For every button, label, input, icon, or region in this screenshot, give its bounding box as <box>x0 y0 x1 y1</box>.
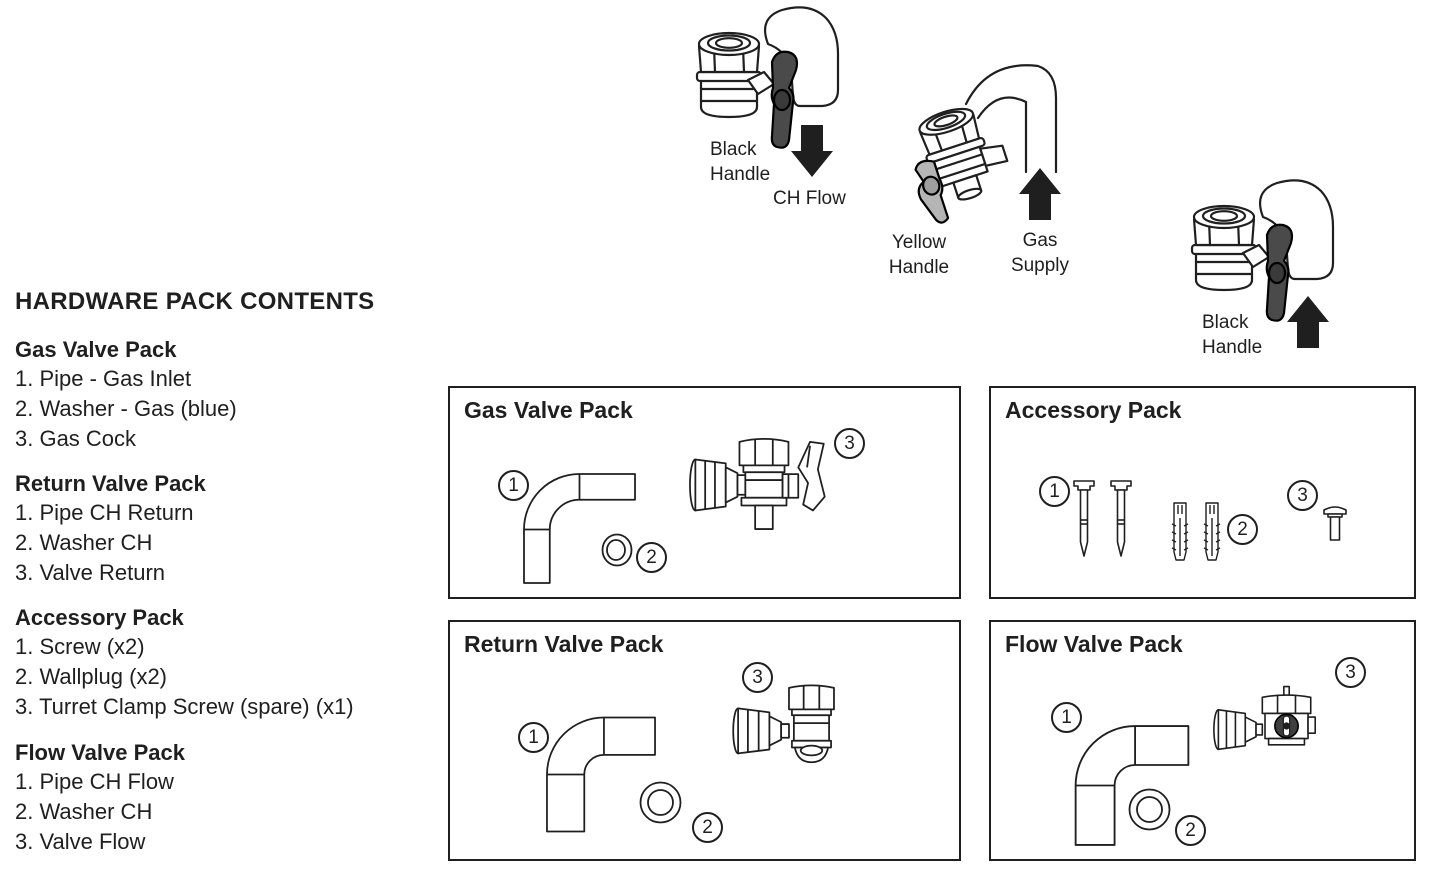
callout-1: 1 <box>518 722 549 753</box>
handle-label: Yellow Handle <box>888 232 950 278</box>
flow-direction-label: CH Flow <box>773 188 846 209</box>
section-heading: Return Valve Pack <box>15 471 206 496</box>
callout-2: 2 <box>692 812 723 843</box>
callout-2: 2 <box>1227 514 1258 545</box>
contents-section-flow-valve-pack: Flow Valve Pack 1. Pipe CH Flow 2. Washe… <box>15 739 185 857</box>
list-item: 1. Pipe CH Flow <box>15 769 174 794</box>
list-item: 1. Pipe CH Return <box>15 500 194 525</box>
list-item: 2. Wallplug (x2) <box>15 664 168 689</box>
callout-2: 2 <box>636 542 667 573</box>
wallplug-drawing <box>1171 502 1189 561</box>
list-item: 1. Pipe - Gas Inlet <box>15 366 192 391</box>
callout-1: 1 <box>1051 702 1082 733</box>
valve-drawing <box>1190 179 1335 322</box>
screw-drawing <box>1073 480 1095 557</box>
contents-section-return-valve-pack: Return Valve Pack 1. Pipe CH Return 2. W… <box>15 470 206 588</box>
washer-drawing <box>1128 788 1171 831</box>
handle-label: Black Handle <box>710 139 771 185</box>
pack-title: Return Valve Pack <box>464 631 664 657</box>
list-item: 1. Screw (x2) <box>15 634 145 659</box>
wallplug-drawing <box>1203 502 1221 561</box>
screw-drawing <box>1110 480 1132 557</box>
return-valve-drawing <box>732 684 835 764</box>
callout-1: 1 <box>1039 476 1070 507</box>
callout-3: 3 <box>1287 480 1318 511</box>
flow-direction-label: Gas Supply <box>1010 230 1070 276</box>
list-item: 2. Washer CH <box>15 530 153 555</box>
up-arrow-icon <box>1019 168 1061 220</box>
handle-label: Black Handle <box>1202 312 1263 358</box>
list-item: 3. Turret Clamp Screw (spare) (x1) <box>15 694 354 719</box>
pack-title: Flow Valve Pack <box>1005 631 1183 657</box>
gas-supply-valve-illustration <box>914 64 1061 224</box>
elbow-pipe-drawing <box>523 473 636 584</box>
contents-section-gas-valve-pack: Gas Valve Pack 1. Pipe - Gas Inlet 2. Wa… <box>15 336 237 454</box>
pack-box-gas-valve: Gas Valve Pack <box>448 386 961 599</box>
washer-drawing <box>601 533 633 567</box>
contents-section-accessory-pack: Accessory Pack 1. Screw (x2) 2. Wallplug… <box>15 604 354 722</box>
list-item: 2. Washer - Gas (blue) <box>15 396 237 421</box>
list-item: 3. Gas Cock <box>15 426 137 451</box>
pack-title: Gas Valve Pack <box>464 397 633 423</box>
pack-box-return-valve: Return Valve Pack <box>448 620 961 861</box>
callout-3: 3 <box>834 428 865 459</box>
callout-2: 2 <box>1175 815 1206 846</box>
list-item: 2. Washer CH <box>15 799 153 824</box>
section-heading: Flow Valve Pack <box>15 740 185 765</box>
valve-drawing <box>914 107 1009 224</box>
gas-pipe-drawing <box>964 64 1058 174</box>
elbow-pipe-drawing <box>546 716 656 833</box>
pack-title: Accessory Pack <box>1005 397 1182 423</box>
flow-valve-drawing <box>1213 685 1317 751</box>
callout-3: 3 <box>742 662 773 693</box>
pack-box-accessory: Accessory Pack <box>989 386 1416 599</box>
callout-3: 3 <box>1335 657 1366 688</box>
turret-clamp-screw-drawing <box>1323 506 1347 541</box>
list-item: 3. Valve Return <box>15 560 166 585</box>
down-arrow-icon <box>791 125 833 177</box>
pack-box-flow-valve: Flow Valve Pack <box>989 620 1416 861</box>
page-title: HARDWARE PACK CONTENTS <box>15 288 375 315</box>
list-item: 3. Valve Flow <box>15 829 146 854</box>
washer-drawing <box>639 781 682 824</box>
gas-cock-drawing <box>689 438 826 530</box>
up-arrow-icon <box>1287 296 1329 348</box>
section-heading: Gas Valve Pack <box>15 337 177 362</box>
section-heading: Accessory Pack <box>15 605 184 630</box>
callout-1: 1 <box>498 470 529 501</box>
elbow-pipe-drawing <box>1074 725 1190 846</box>
